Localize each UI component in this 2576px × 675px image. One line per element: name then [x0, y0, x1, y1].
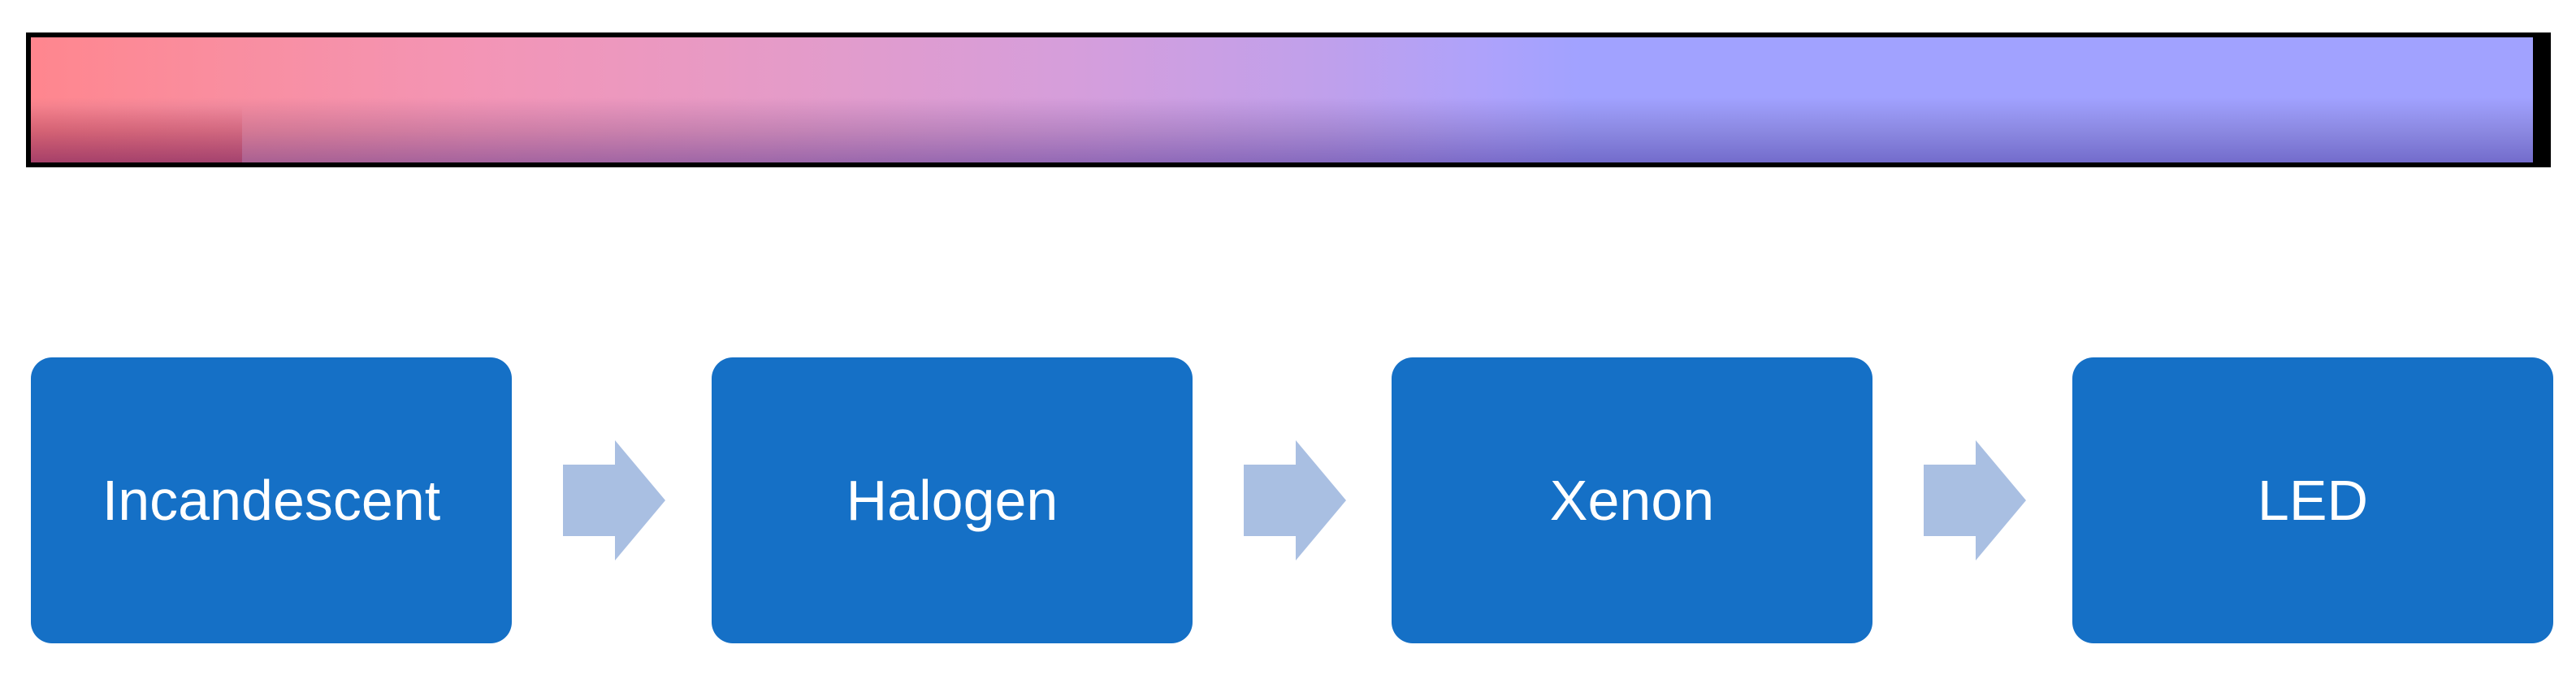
- gradient-red-shade: [31, 37, 242, 162]
- color-temperature-gradient-bar: [26, 32, 2551, 167]
- step-box-xenon: Xenon: [1392, 357, 1872, 643]
- right-arrow-icon: [1244, 440, 1346, 560]
- step-box-incandescent: Incandescent: [31, 357, 512, 643]
- step-label-halogen: Halogen: [846, 469, 1059, 532]
- step-label-xenon: Xenon: [1549, 469, 1715, 532]
- step-box-led: LED: [2072, 357, 2553, 643]
- gradient-bottom-shade: [31, 37, 2533, 162]
- step-box-halogen: Halogen: [712, 357, 1193, 643]
- step-label-led: LED: [2257, 469, 2369, 532]
- step-label-incandescent: Incandescent: [102, 469, 441, 532]
- right-arrow-icon: [1924, 440, 2026, 560]
- right-arrow-icon: [563, 440, 665, 560]
